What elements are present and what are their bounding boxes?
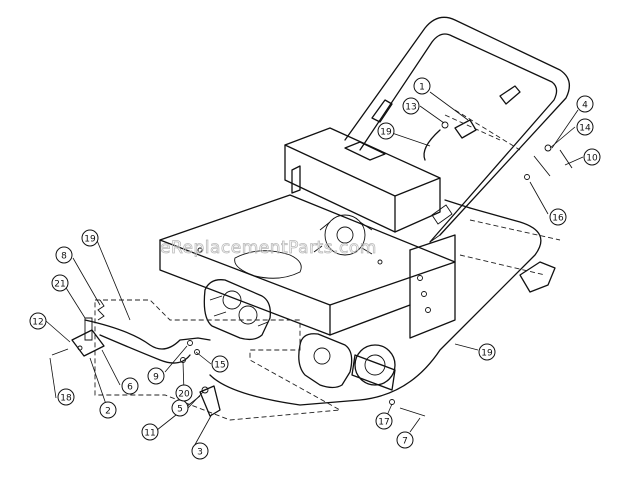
callout-17: 17 (375, 412, 393, 430)
callout-label: 13 (405, 103, 416, 113)
callout-19-top: 19 (377, 122, 395, 140)
control-cables (84, 129, 542, 406)
callouts: 1 2 3 4 5 6 7 8 9 10 11 12 13 14 15 16 1… (29, 77, 601, 460)
callout-19-left: 19 (81, 229, 99, 247)
callout-label: 19 (481, 349, 493, 359)
callout-label: 5 (177, 405, 183, 415)
callout-label: 19 (380, 128, 392, 138)
callout-20: 20 (175, 384, 193, 402)
callout-label: 15 (214, 361, 225, 371)
callout-label: 17 (378, 418, 389, 428)
control-console (284, 127, 441, 233)
callout-13: 13 (402, 97, 420, 115)
callout-16: 16 (549, 208, 567, 226)
callout-9: 9 (147, 367, 165, 385)
callout-11: 11 (141, 423, 159, 441)
hardware (51, 121, 573, 417)
handle-assembly (344, 16, 571, 243)
callout-8: 8 (55, 246, 73, 264)
callout-label: 18 (60, 394, 72, 404)
callout-label: 11 (144, 429, 155, 439)
callout-label: 7 (402, 437, 408, 447)
callout-6: 6 (121, 377, 139, 395)
callout-label: 3 (197, 448, 203, 458)
callout-1: 1 (413, 77, 431, 95)
callout-2: 2 (99, 401, 117, 419)
callout-10: 10 (583, 148, 601, 166)
deck-frame (159, 194, 456, 339)
callout-5: 5 (171, 399, 189, 417)
callout-label: 16 (552, 214, 564, 224)
callout-12: 12 (29, 312, 47, 330)
callout-18: 18 (57, 388, 75, 406)
callout-label: 20 (178, 390, 190, 400)
callout-19-right: 19 (478, 343, 496, 361)
callout-15: 15 (211, 355, 229, 373)
callout-3: 3 (191, 442, 209, 460)
callout-label: 4 (582, 101, 588, 111)
callout-14: 14 (576, 118, 594, 136)
callout-label: 8 (61, 252, 67, 262)
callout-label: 6 (127, 383, 133, 393)
transmission-right (298, 333, 396, 391)
callout-label: 21 (54, 280, 65, 290)
callout-label: 12 (32, 318, 43, 328)
callout-label: 14 (579, 124, 591, 134)
callout-label: 9 (153, 373, 159, 383)
explode-guides (94, 109, 561, 421)
callout-4: 4 (576, 95, 594, 113)
callout-7: 7 (396, 431, 414, 449)
callout-label: 10 (586, 154, 598, 164)
callout-label: 19 (84, 235, 96, 245)
transmission-left (203, 279, 271, 341)
callout-label: 1 (419, 83, 425, 93)
callout-label: 2 (105, 407, 111, 417)
watermark-text: eReplacementParts.com (160, 238, 377, 258)
callout-21: 21 (51, 274, 69, 292)
